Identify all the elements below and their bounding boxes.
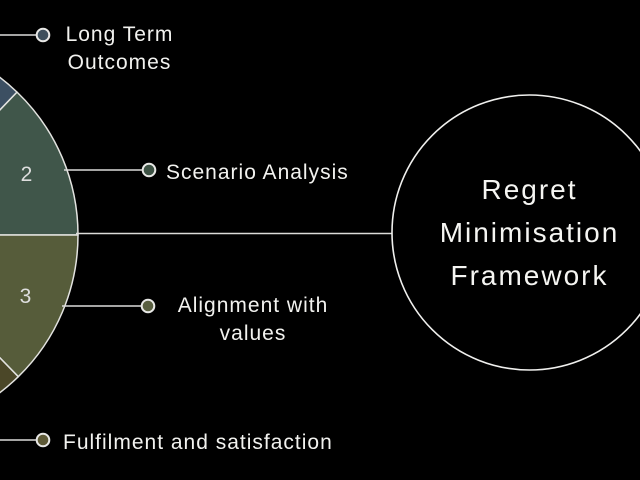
callout-label-scenario: Scenario Analysis: [166, 159, 349, 187]
callout-label-line: Long Term: [65, 23, 174, 46]
framework-circle: [391, 94, 640, 371]
callout-dot-fulfilment: [35, 432, 51, 448]
pie-segment-3-number: 3: [20, 285, 33, 308]
callout-label-line: Alignment with: [177, 294, 329, 317]
framework-title-line: Framework: [450, 260, 609, 291]
framework-title-line: Minimisation: [439, 217, 620, 248]
framework-title: Regret Minimisation Framework: [389, 168, 640, 297]
callout-label-line: Outcomes: [67, 51, 172, 74]
pie-chart: [0, 76, 79, 394]
connector-lines: [0, 34, 393, 441]
pie-segment-3: [0, 234, 79, 378]
callout-dot-alignment: [140, 298, 156, 314]
pie-segment-1: [0, 76, 18, 111]
framework-title-line: Regret: [481, 174, 578, 205]
callout-label-long-term: Long Term Outcomes: [37, 21, 202, 77]
callout-label-line: Scenario Analysis: [166, 161, 349, 184]
callout-label-fulfilment: Fulfilment and satisfaction: [63, 429, 333, 457]
callout-label-line: Fulfilment and satisfaction: [63, 431, 333, 454]
callout-label-line: values: [219, 322, 287, 345]
callout-label-alignment: Alignment with values: [160, 292, 346, 348]
pie-segment-2-number: 2: [21, 163, 34, 186]
callout-dot-scenario: [141, 162, 157, 178]
callout-dot-long-term: [35, 27, 51, 43]
pie-segment-4: [0, 356, 20, 394]
pie-segment-2: [0, 91, 79, 236]
